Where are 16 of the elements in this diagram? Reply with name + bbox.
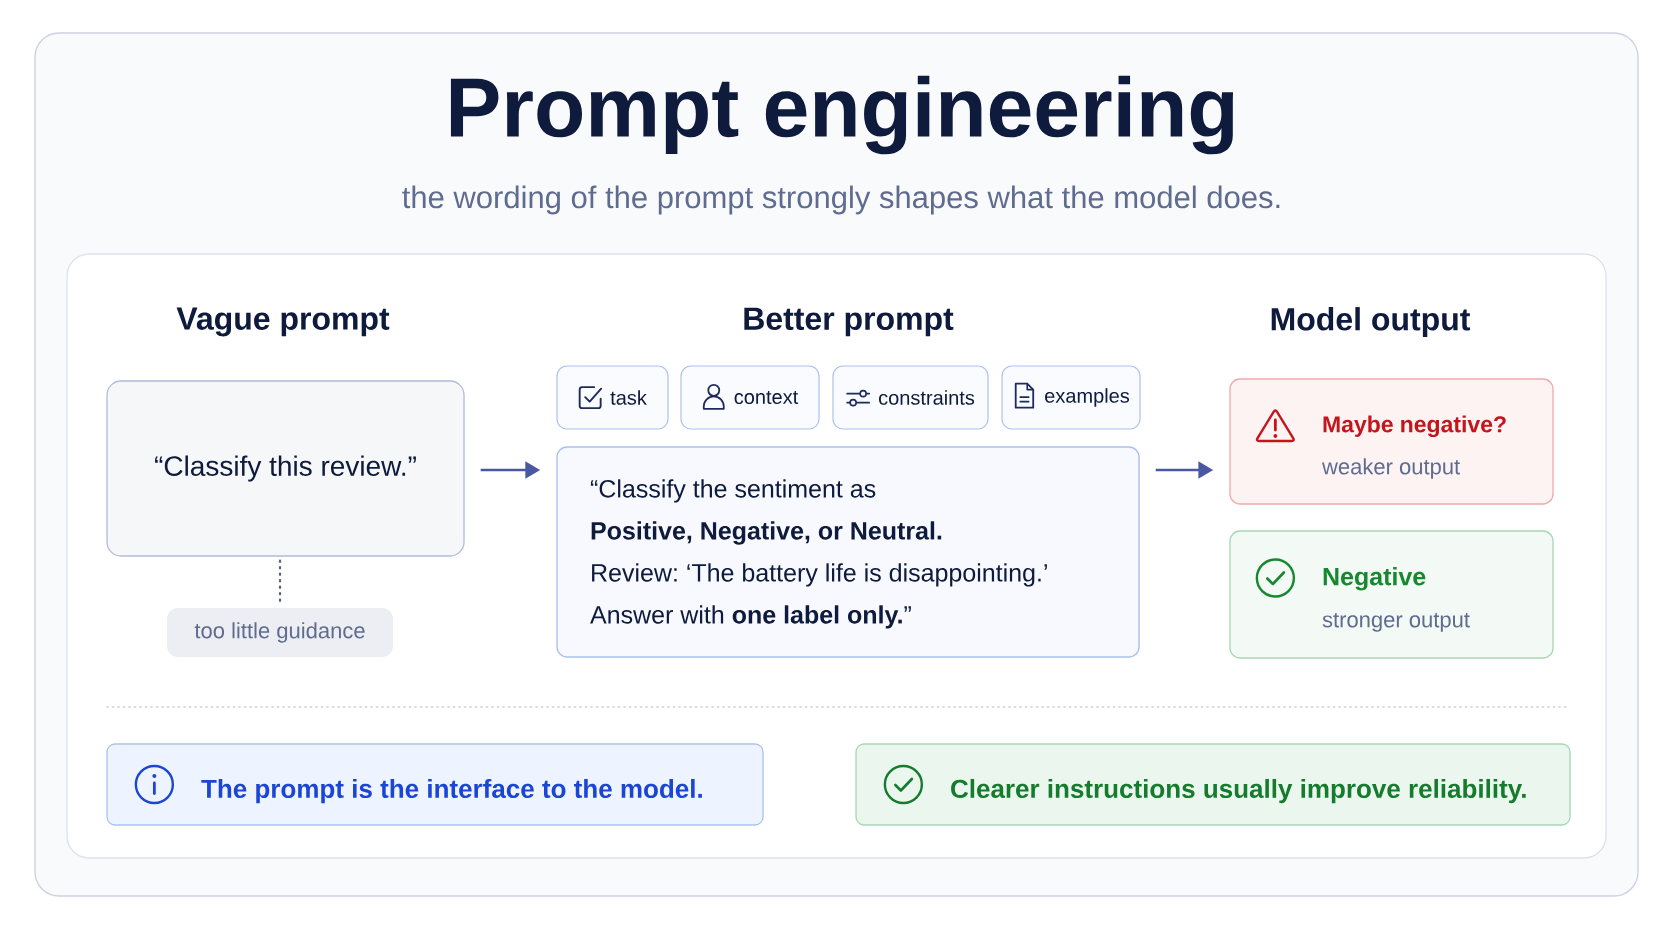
tag-chip: constraints [832,365,989,430]
tag-chip: examples [1001,365,1141,430]
prompt-box: “Classify this review.” [106,380,465,557]
prompt-box: “Classify the sentiment as Positive, Negative, or Neutral. Review: ‘The battery life is disappointing.’ Answer with one label only.” [556,446,1140,658]
column-heading: Better prompt [744,307,954,337]
subtitle: the wording of the prompt strongly shapes what the model does. [402,185,1280,215]
annotation-pill: too little guidance [167,608,393,657]
title: Prompt engineering [450,75,1234,155]
callout-box: Clearer instructions usually improve reliability. [855,743,1571,826]
output-box: Negative stronger output [1229,530,1554,659]
callout-box: The prompt is the interface to the model. [106,743,764,826]
column-heading: Model output [1271,307,1471,337]
column-heading: Vague prompt [176,307,390,337]
tag-chip: context [680,365,820,430]
output-box: Maybe negative? weaker output [1229,378,1554,505]
tag-chip: task [556,365,669,430]
